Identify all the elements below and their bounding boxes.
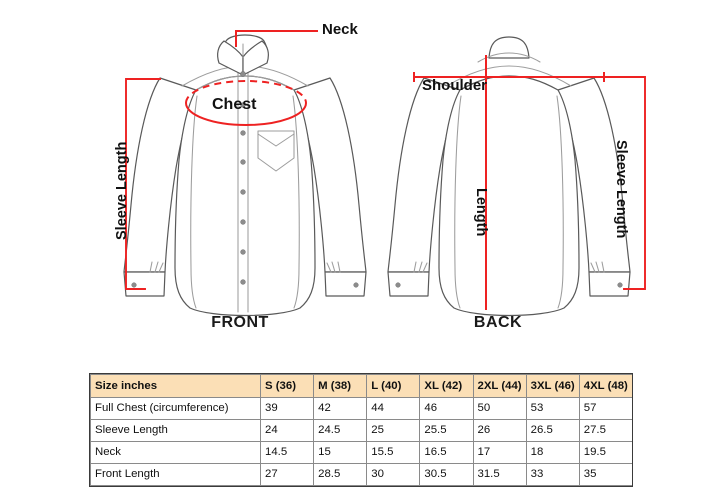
back-sleeve-length-bracket — [603, 76, 646, 290]
table-cell: 42 — [313, 397, 368, 420]
table-cell: 25 — [366, 419, 421, 442]
table-row-label: Sleeve Length — [90, 419, 261, 442]
table-cell: 24 — [259, 419, 315, 442]
back-length-label: Length — [473, 188, 489, 237]
back-sleeve-length-label: Sleeve Length — [613, 140, 629, 239]
table-cell: 15 — [313, 441, 368, 464]
table-cell: 24.5 — [313, 419, 368, 442]
table-row: Front Length 27 28.5 30 30.5 31.5 33 35 — [90, 463, 633, 486]
shirt-diagram-area: .ol { fill:#ffffff; stroke:#595959; stro… — [114, 21, 646, 331]
table-cell: 19.5 — [578, 441, 633, 464]
table-cell: 44 — [366, 397, 421, 420]
table-header-cell: Size inches — [90, 374, 261, 398]
table-cell: 14.5 — [259, 441, 315, 464]
table-cell: 16.5 — [419, 441, 474, 464]
table-header-row: Size inches S (36) M (38) L (40) XL (42)… — [90, 374, 633, 398]
back-view-caption: BACK — [473, 314, 523, 331]
table-cell: 50 — [472, 397, 527, 420]
table-cell: 27.5 — [578, 419, 633, 442]
table-row-label: Full Chest (circumference) — [90, 397, 261, 420]
front-view-caption: FRONT — [211, 314, 269, 331]
table-cell: 35 — [578, 463, 633, 486]
size-table-container: Size inches S (36) M (38) L (40) XL (42)… — [89, 373, 633, 487]
shirt-diagram-svg: .ol { fill:#ffffff; stroke:#595959; stro… — [123, 30, 646, 317]
table-row: Full Chest (circumference) 39 42 44 46 5… — [90, 397, 633, 420]
table-cell: 31.5 — [472, 463, 527, 486]
table-header-cell: M (38) — [313, 374, 368, 398]
table-cell: 57 — [578, 397, 633, 420]
table-cell: 17 — [472, 441, 527, 464]
table-row: Neck 14.5 15 15.5 16.5 17 18 19.5 — [90, 441, 633, 464]
table-cell: 18 — [525, 441, 580, 464]
table-cell: 28.5 — [313, 463, 368, 486]
table-cell: 30 — [366, 463, 421, 486]
table-header-cell: 3XL (46) — [525, 374, 580, 398]
table-header-cell: L (40) — [366, 374, 421, 398]
front-sleeve-length-label: Sleeve Length — [114, 141, 130, 240]
table-cell: 30.5 — [419, 463, 474, 486]
size-table: Size inches S (36) M (38) L (40) XL (42)… — [90, 374, 633, 486]
neck-label: Neck — [322, 21, 358, 38]
table-row-label: Front Length — [90, 463, 261, 486]
table-cell: 26.5 — [525, 419, 580, 442]
neck-measure-line — [235, 30, 318, 47]
table-header-cell: 4XL (48) — [578, 374, 633, 398]
front-sleeve-length-bracket — [125, 78, 161, 290]
table-cell: 15.5 — [366, 441, 421, 464]
table-cell: 25.5 — [419, 419, 474, 442]
table-header-cell: S (36) — [259, 374, 315, 398]
table-cell: 33 — [525, 463, 580, 486]
table-cell: 53 — [525, 397, 580, 420]
chest-label: Chest — [212, 96, 257, 113]
table-header-cell: XL (42) — [419, 374, 474, 398]
table-cell: 46 — [419, 397, 474, 420]
table-cell: 27 — [259, 463, 315, 486]
table-row: Sleeve Length 24 24.5 25 25.5 26 26.5 27… — [90, 419, 633, 442]
table-header-cell: 2XL (44) — [472, 374, 527, 398]
table-row-label: Neck — [90, 441, 261, 464]
shoulder-label: Shoulder — [422, 77, 488, 94]
back-shirt-illustration — [387, 36, 631, 317]
table-cell: 39 — [259, 397, 315, 420]
table-cell: 26 — [472, 419, 527, 442]
front-shirt-illustration — [123, 34, 367, 317]
chest-measure-ellipse — [185, 80, 307, 126]
